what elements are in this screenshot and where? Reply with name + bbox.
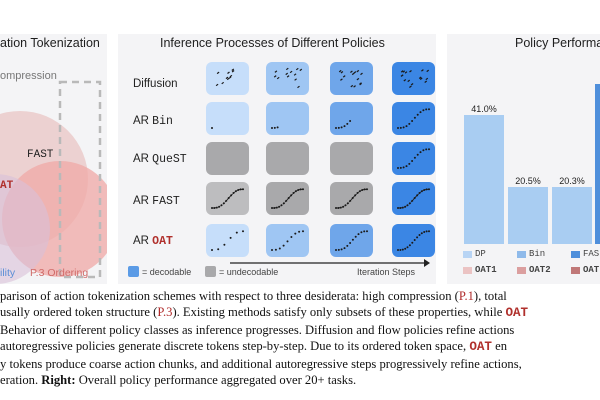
process-cell-ar-fast-step-1 [206,182,249,215]
decodability-label: ility [0,267,16,279]
middle-panel-title: Inference Processes of Different Policie… [160,36,385,50]
dashed-box [58,80,102,279]
process-cell-diffusion-step-4 [392,62,435,95]
process-cell-ar-fast-step-4 [392,182,435,215]
decodable-swatch [128,266,139,277]
caption-line-1: parison of action tokenization schemes w… [0,289,507,303]
right-panel-title: Policy Performa [515,36,600,50]
legend-swatch-oat [571,267,580,274]
bar-label-bin: 20.5% [515,176,541,186]
process-cell-ar-bin-step-3 [330,102,373,135]
row-label-ar-quest: AR QueST [133,153,187,166]
bar-label-dp: 41.0% [471,104,497,114]
legend-swatch-bin [517,251,526,258]
fast-label: FAST [27,149,54,161]
row-label-ar-oat: AR OAT [133,235,173,248]
process-cell-diffusion-step-3 [330,62,373,95]
undecodable-label: = undecodable [219,267,279,277]
process-cell-ar-oat-step-3 [330,224,373,257]
process-cell-diffusion-step-1 [206,62,249,95]
process-cell-ar-quest-step-2 [266,142,309,175]
oat-label: AT [0,180,14,192]
legend-swatch-dp [463,251,472,258]
process-cell-ar-fast-step-2 [266,182,309,215]
caption-line-3: Behavior of different policy classes as … [0,322,515,337]
bar-label-fast: 20.3% [559,176,585,186]
process-cell-ar-bin-step-2 [266,102,309,135]
process-cell-ar-quest-step-1 [206,142,249,175]
process-cell-ar-fast-step-3 [330,182,373,215]
bar-fast [552,187,592,244]
process-cell-ar-quest-step-3 [330,142,373,175]
row-label-ar-bin: AR Bin [133,115,173,128]
bar-chart: 41.0% 20.5% 20.3% [447,34,600,284]
caption-line-6: eration. Right: Overall policy performan… [0,373,357,388]
process-cell-ar-oat-step-4 [392,224,435,257]
row-label-diffusion: Diffusion [133,78,178,90]
caption-line-2: usally ordered token structure (P.3). Ex… [0,305,529,321]
row-label-ar-fast: AR FAST [133,195,180,208]
figure-caption: parison of action tokenization schemes w… [0,288,600,388]
venn-diagram [0,80,107,284]
legend-label-oat: OAT [583,265,600,275]
venn-circle-decodability [0,174,50,284]
compression-label: ompression [0,70,57,82]
undecodable-swatch [205,266,216,277]
process-cell-ar-oat-step-1 [206,224,249,257]
caption-line-4: autoregressive policies generate discret… [0,339,508,355]
left-panel: ation Tokenization ompression FAST AT il… [0,34,107,284]
iteration-arrow [230,259,430,267]
process-cell-diffusion-step-2 [266,62,309,95]
caption-line-5: y tokens produce coarse action chunks, a… [0,356,522,371]
legend-label-oat2: OAT2 [529,265,551,275]
legend-label-dp: DP [475,249,486,259]
bar-dp [464,115,504,244]
bar-bin [508,187,548,244]
bar-oat-partial [595,84,600,244]
ordering-label: P.3 Ordering [30,267,89,279]
decodable-label: = decodable [142,267,192,277]
process-cell-ar-bin-step-4 [392,102,435,135]
legend-label-oat1: OAT1 [475,265,497,275]
iteration-steps-label: Iteration Steps [357,267,416,277]
legend-label-bin: Bin [529,249,546,259]
legend-swatch-oat1 [463,267,472,274]
process-cell-ar-quest-step-4 [392,142,435,175]
legend-swatch-oat2 [517,267,526,274]
process-cell-ar-oat-step-2 [266,224,309,257]
legend-label-fast: FAS [583,249,600,259]
legend-swatch-fast [571,251,580,258]
process-cell-ar-bin-step-1 [206,102,249,135]
left-panel-title: ation Tokenization [0,36,100,50]
